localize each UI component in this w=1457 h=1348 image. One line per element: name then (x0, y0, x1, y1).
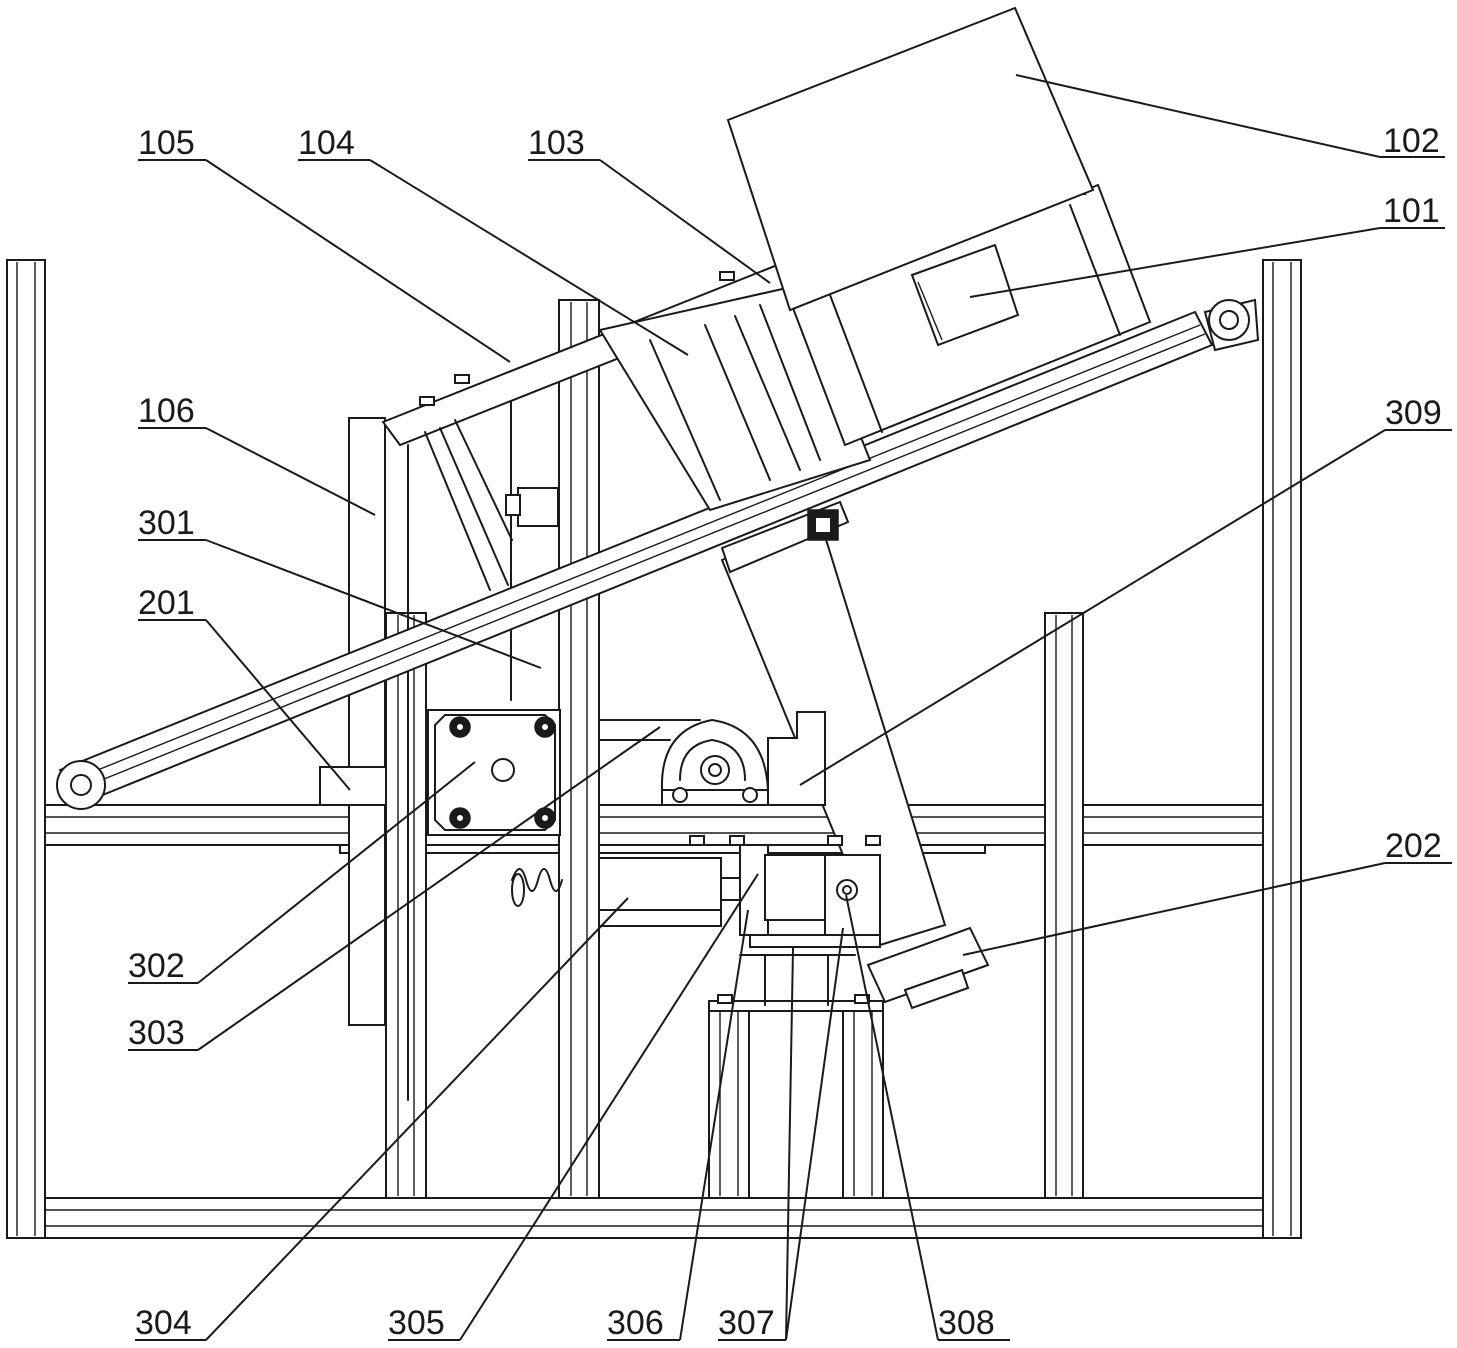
label-201: 201 (138, 584, 195, 622)
label-308: 308 (938, 1304, 995, 1342)
label-305: 305 (388, 1304, 445, 1342)
label-202: 202 (1385, 827, 1442, 865)
belt-303 (599, 720, 768, 805)
label-103: 103 (528, 124, 585, 162)
label-304: 304 (135, 1304, 192, 1342)
label-105: 105 (138, 124, 195, 162)
label-302: 302 (128, 947, 185, 985)
label-101: 101 (1383, 192, 1440, 230)
label-309: 309 (1385, 394, 1442, 432)
label-303: 303 (128, 1014, 185, 1052)
block-201 (320, 767, 386, 805)
label-306: 306 (607, 1304, 664, 1342)
label-307: 307 (718, 1304, 775, 1342)
label-106: 106 (138, 392, 195, 430)
spring-304 (512, 858, 756, 926)
label-102: 102 (1383, 122, 1440, 160)
motor-302 (428, 710, 560, 835)
label-104: 104 (298, 124, 355, 162)
label-301: 301 (138, 504, 195, 542)
